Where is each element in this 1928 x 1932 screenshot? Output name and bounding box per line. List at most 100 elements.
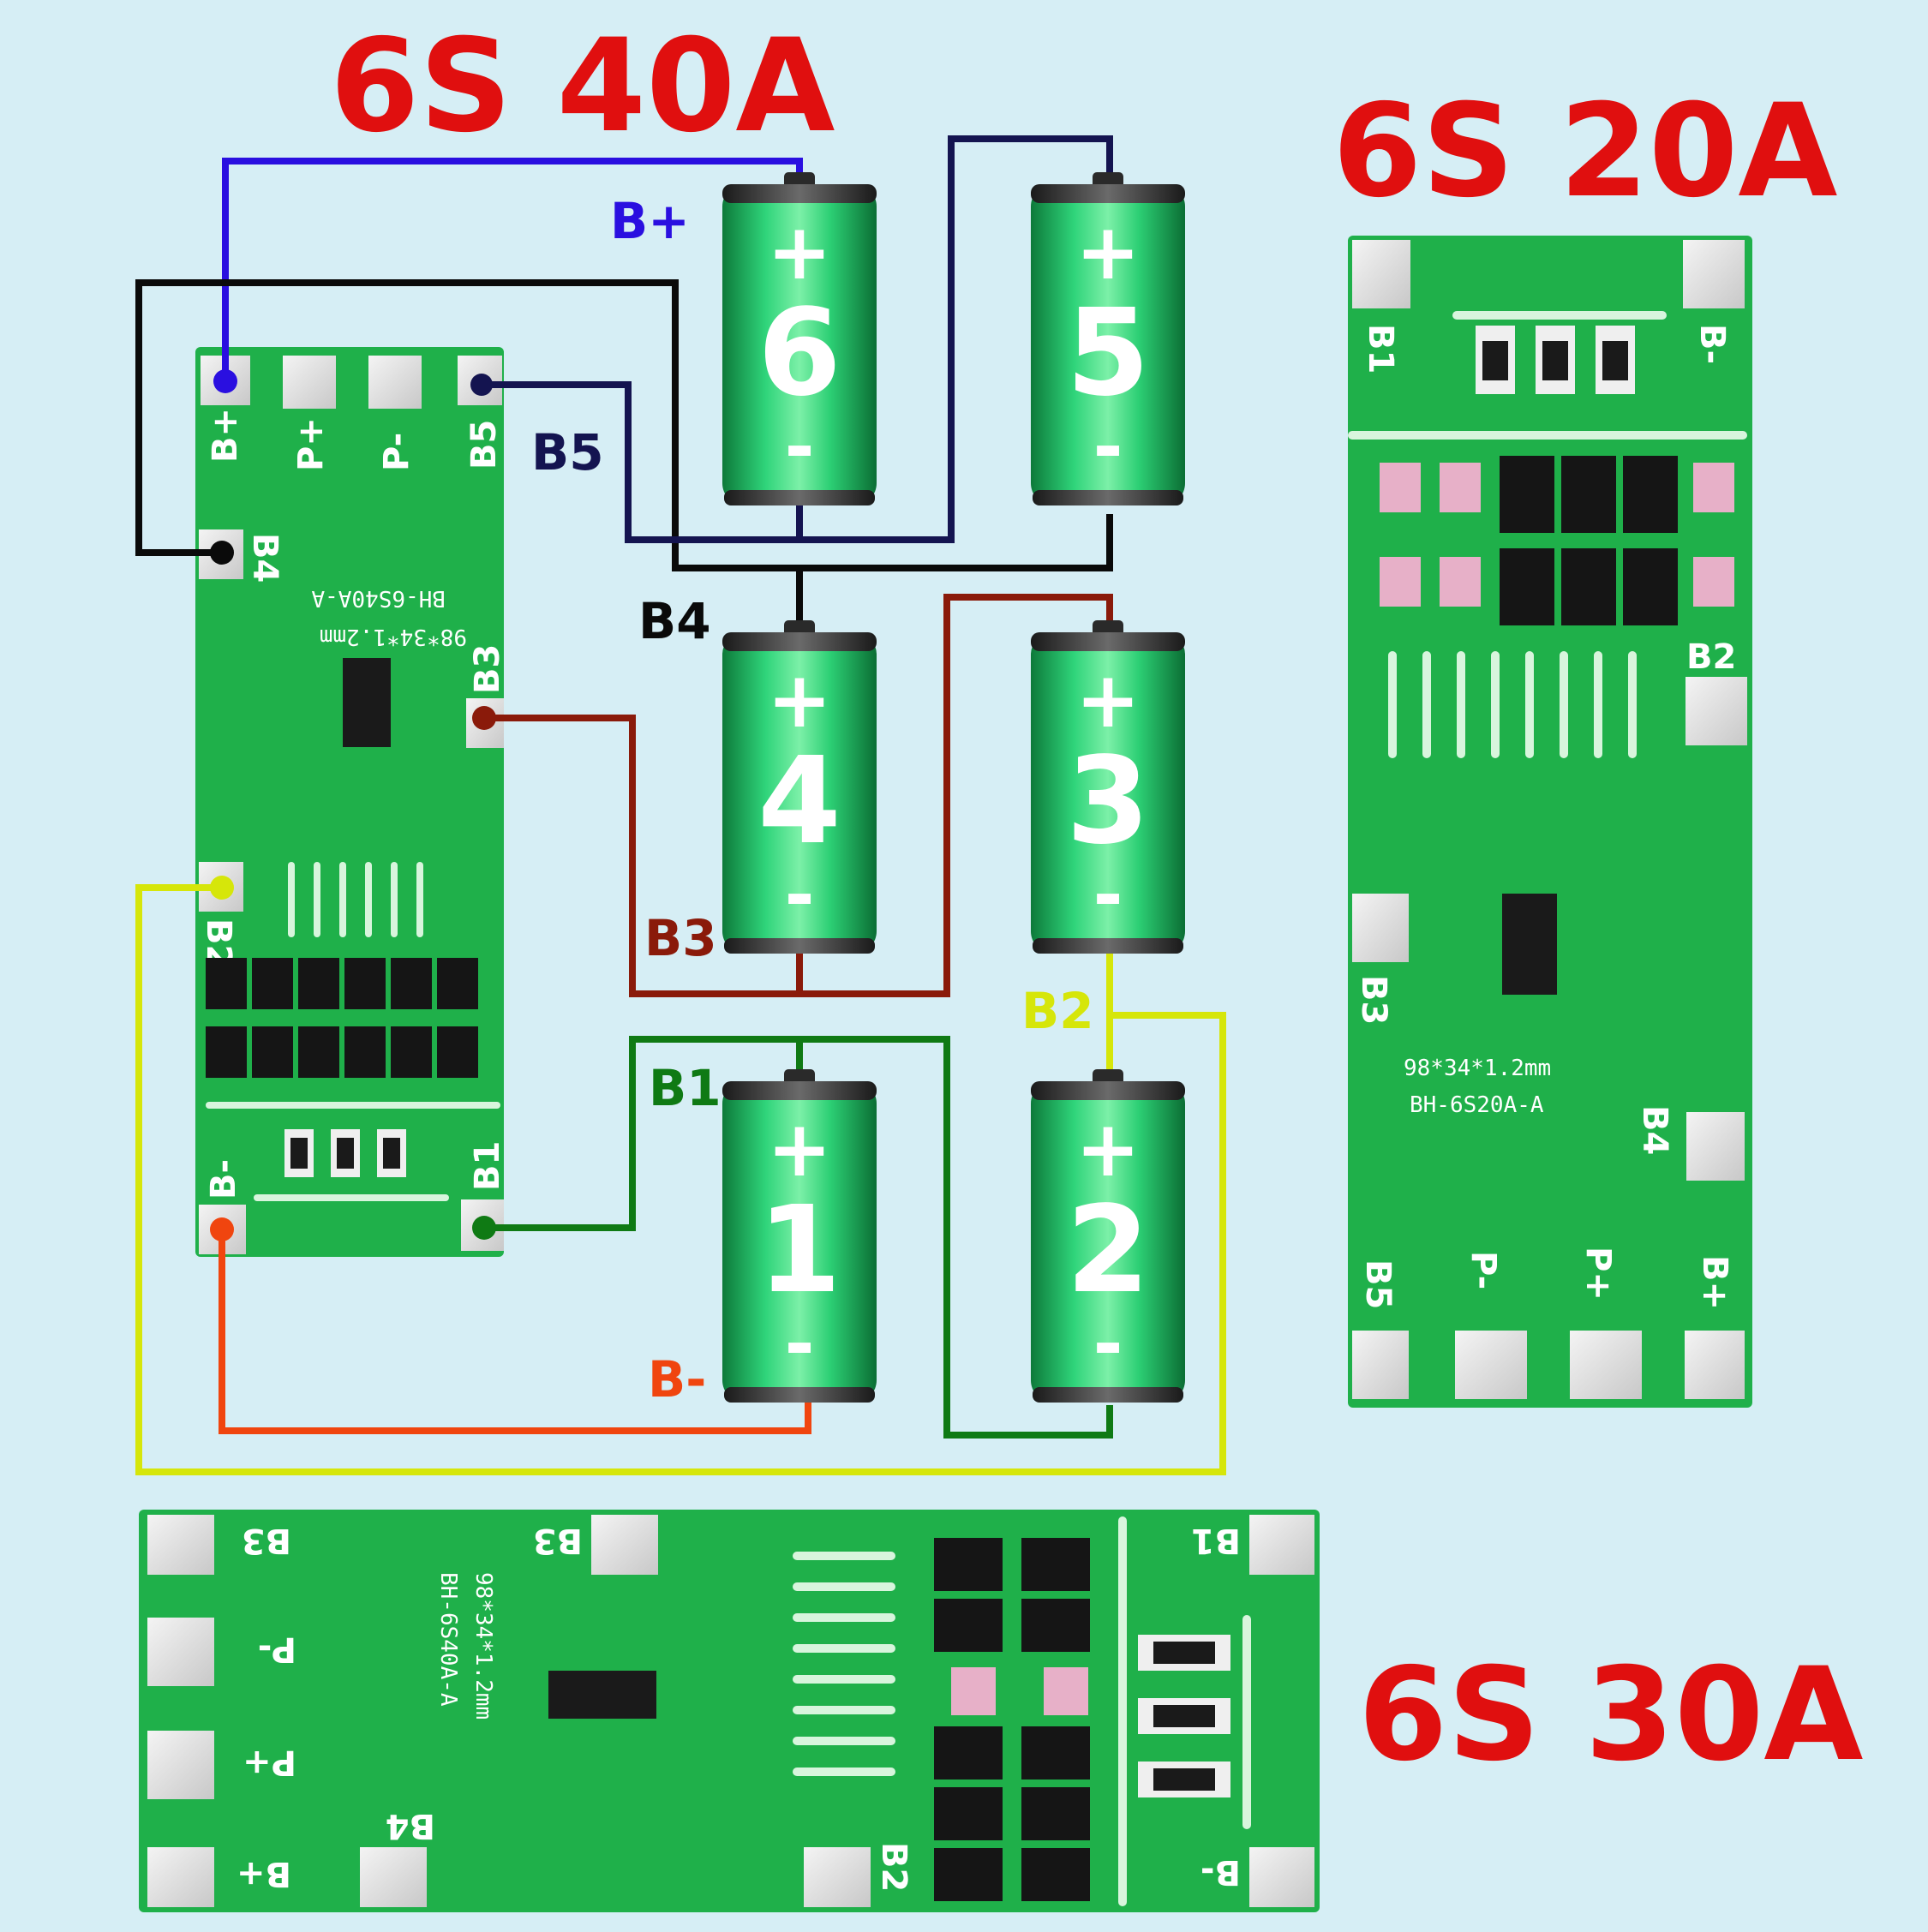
cell-top-cap [722,184,877,203]
cell-bottom-cap [1033,490,1183,505]
cell-top-cap [1031,632,1185,651]
pad-20a-label-b5: B5 [1358,1259,1398,1309]
cell-plus-symbol: + [767,207,831,297]
wire-label-b5: B5 [531,423,604,482]
title-6s-40a: 6S 40A [330,12,835,161]
cell-plus-symbol: + [767,655,831,745]
pad-30a-b-plus [147,1847,214,1907]
board-30a-model: BH-6S40A-A [435,1572,461,1707]
pad-label-b-minus: B- [204,1159,243,1199]
pad-30a-label-b-plus: B+ [237,1854,291,1893]
pad-30a-label-b3-left: B3 [242,1521,291,1560]
pad-20a-label-b-minus: B- [1692,324,1732,364]
board-30a-dims: 98*34*1.2mm [470,1572,496,1720]
pad-20a-b5 [1352,1331,1409,1399]
pad-30a-b4 [360,1847,427,1907]
pad-30a-b-minus [1249,1847,1314,1907]
battery-cells: +6-+5-+4-+3-+1-+2- [722,172,1185,1403]
pad-30a-p-plus [147,1731,214,1799]
cell-top-cap [1031,1081,1185,1100]
board-20a-model: BH-6S20A-A [1410,1092,1544,1118]
cell-number: 2 [1066,1181,1149,1320]
bms-board-20a: B1 B- B2 B3 B4 B5 P- P+ B+ 98*34*1.2mm B… [1348,236,1752,1408]
pad-30a-p-minus [147,1618,214,1686]
title-6s-30a: 6S 30A [1358,1641,1863,1790]
pad-30a-label-b3-right: B3 [533,1521,583,1560]
shunt-resistors-30a [1138,1635,1230,1797]
shunt-resistors [284,1129,406,1177]
cell-top-cap [722,1081,877,1100]
pad-20a-b-minus [1683,240,1745,308]
cell-bottom-cap [1033,1387,1183,1403]
cell-number: 6 [757,284,841,423]
pad-label-b4: B4 [245,533,284,583]
battery-cell-3: +3- [1031,620,1185,954]
pad-30a-label-b1: B1 [1191,1521,1241,1560]
cell-plus-symbol: + [767,1104,831,1194]
pcb-traces-20a [1348,311,1747,758]
cell-body [1031,1081,1185,1403]
ic-chip [343,658,391,747]
pad-30a-b3-left [147,1515,214,1575]
battery-cell-1: +1- [722,1069,877,1403]
wire-endpoints [210,369,496,1241]
cell-plus-symbol: + [1075,207,1140,297]
pad-30a-label-p-minus: P- [258,1630,296,1669]
wire-label-b1: B1 [649,1059,722,1117]
pad-20a-p-plus [1570,1331,1642,1399]
cell-top-cap [1031,184,1185,203]
pad-30a-label-b2: B2 [874,1842,913,1892]
cell-body [1031,184,1185,505]
leds-20a [1380,463,1734,607]
pad-p-plus [283,356,336,409]
pad-20a-b2 [1686,677,1747,745]
pad-30a-label-b4: B4 [386,1806,435,1845]
cell-minus-symbol: - [785,1301,815,1385]
pad-label-b3: B3 [468,644,507,694]
cell-plus-symbol: + [1075,1104,1140,1194]
cell-minus-symbol: - [1093,404,1123,488]
mosfet-array-20a [1500,456,1678,625]
wire-b3 [484,594,1113,997]
wire-b5 [482,135,1113,543]
pad-20a-label-b2: B2 [1686,637,1736,677]
cell-number: 5 [1066,284,1149,423]
cell-bottom-cap [724,1387,875,1403]
pad-p-minus [368,356,422,409]
cell-body [722,184,877,505]
cell-minus-symbol: - [1093,852,1123,936]
cell-body [722,1081,877,1403]
wire-b4-upper [135,279,1113,571]
board-20a-dims: 98*34*1.2mm [1404,1056,1551,1081]
mosfet-array [206,958,478,1078]
pcb-40a-body [195,347,504,1257]
cell-bottom-cap [724,490,875,505]
cell-body [722,632,877,954]
board-40a-model: BH-6S40A-A [311,585,446,611]
cell-number: 4 [757,732,841,871]
battery-cell-5: +5- [1031,172,1185,505]
cell-bottom-cap [724,938,875,954]
pad-20a-label-b4: B4 [1635,1105,1674,1155]
pad-20a-b3 [1352,894,1409,962]
pad-label-b1: B1 [468,1141,507,1191]
mosfet-array-30a [934,1538,1090,1901]
cell-minus-symbol: - [785,404,815,488]
pad-20a-label-p-plus: P+ [1578,1247,1618,1301]
cell-number: 1 [757,1181,841,1320]
pad-20a-b1 [1352,240,1410,308]
pad-30a-b1 [1249,1515,1314,1575]
bms-board-40a: B+ P+ P- B5 B4 B3 B2 B- B1 98*34*1.2mm B… [195,347,507,1257]
pad-label-b5: B5 [464,420,504,470]
cell-top-cap [722,632,877,651]
cell-plus-symbol: + [1075,655,1140,745]
cell-body [1031,632,1185,954]
battery-cell-4: +4- [722,620,877,954]
pad-30a-label-p-plus: P+ [242,1743,296,1782]
wire-b-minus [219,1229,811,1434]
battery-cell-2: +2- [1031,1069,1185,1403]
ic-chip-20a [1502,894,1557,995]
pad-20a-label-b-plus: B+ [1695,1255,1734,1310]
pad-20a-label-b1: B1 [1361,324,1400,374]
pcb-traces-30a [793,1516,1251,1906]
